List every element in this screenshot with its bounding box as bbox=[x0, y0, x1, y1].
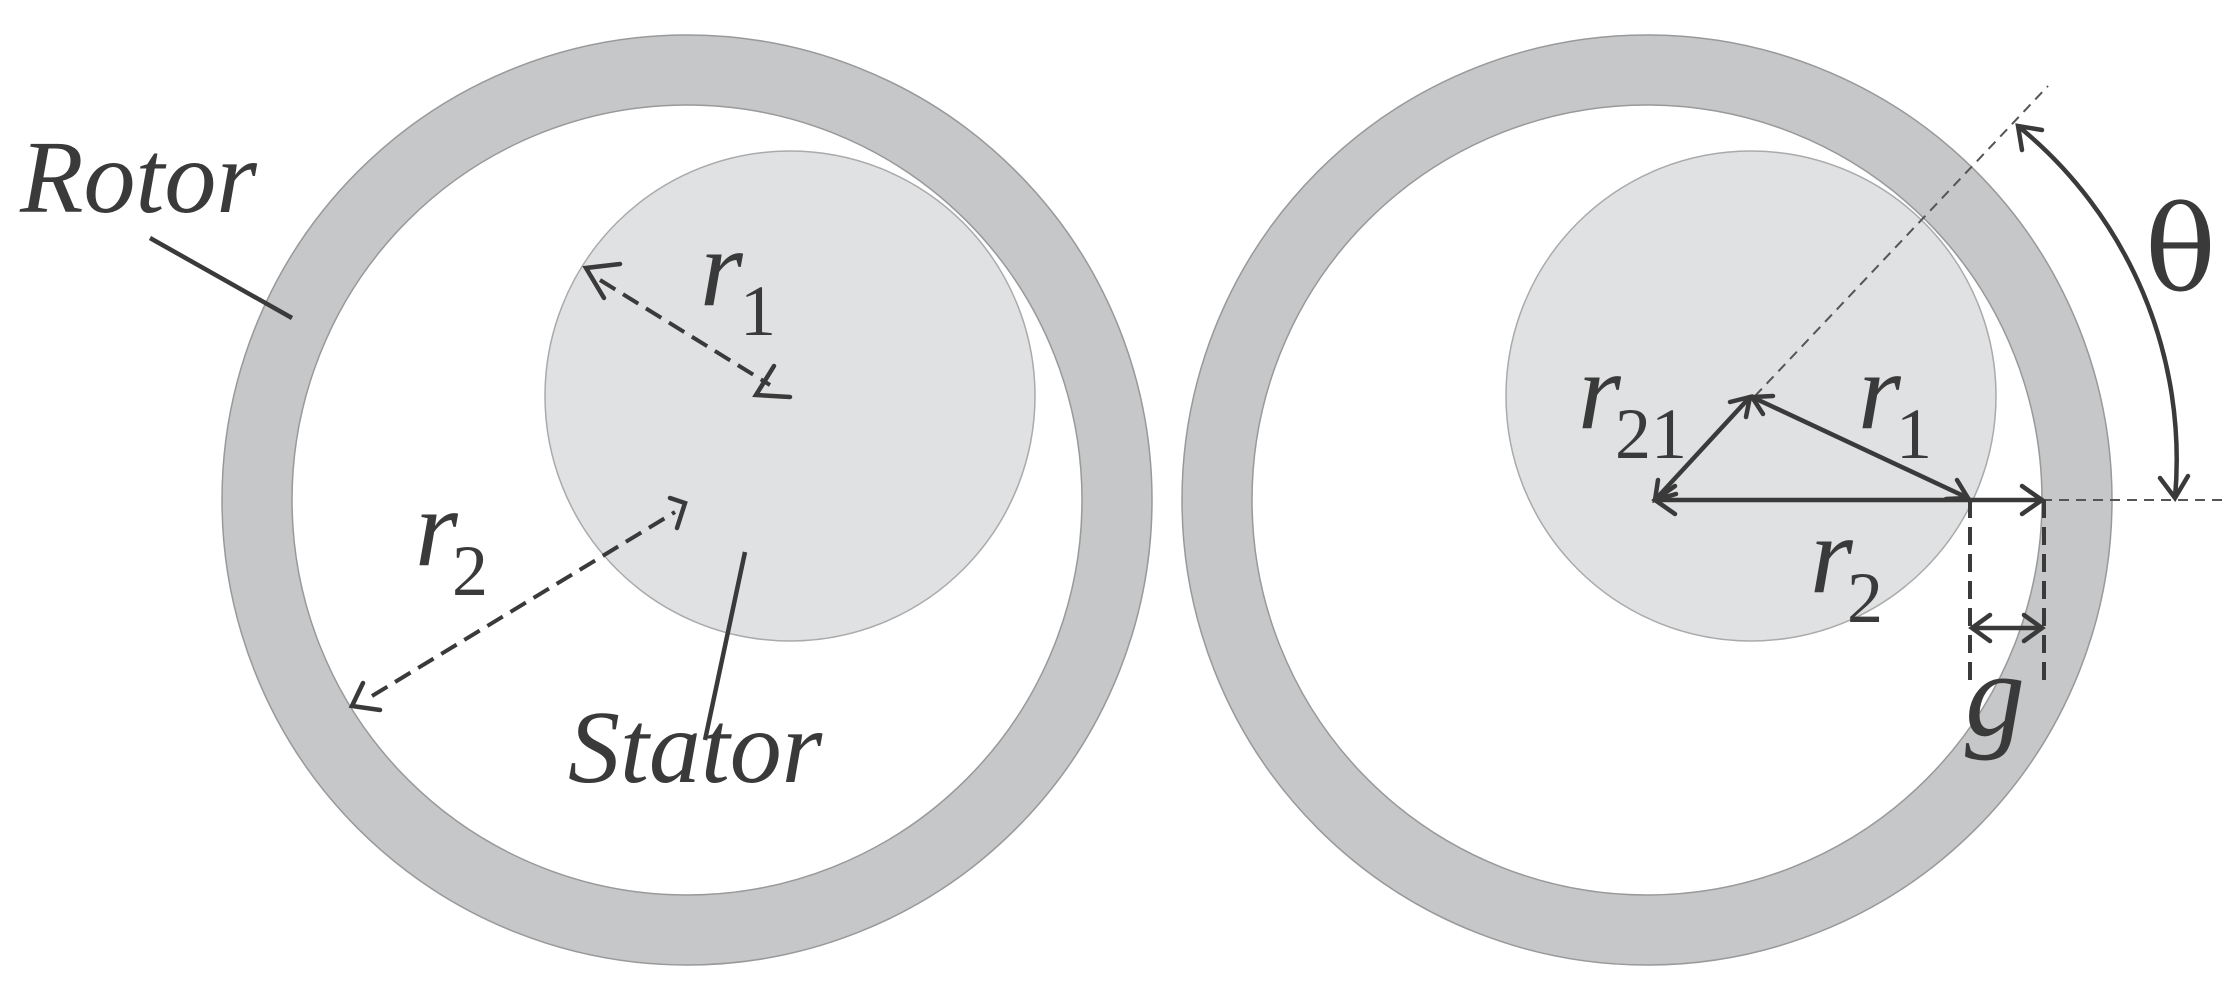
right-r1-line bbox=[1751, 394, 1969, 501]
gap-arrowhead-left bbox=[1968, 612, 1993, 644]
stator-leader-line bbox=[702, 551, 748, 741]
svg-text:2: 2 bbox=[1847, 558, 1883, 638]
stator-label: Stator bbox=[568, 690, 823, 805]
right-r21-arrowhead-start bbox=[1652, 477, 1679, 504]
left-diagram: Rotor Stator r 1 r 2 bbox=[19, 34, 1153, 966]
svg-text:r: r bbox=[415, 467, 459, 589]
svg-text:1: 1 bbox=[740, 271, 776, 351]
theta-label: θ bbox=[2145, 180, 2216, 318]
left-r2-arrowhead-start bbox=[348, 680, 383, 713]
left-r1-label: r 1 bbox=[700, 207, 776, 351]
rotor-label: Rotor bbox=[19, 120, 257, 235]
svg-text:21: 21 bbox=[1615, 394, 1687, 474]
svg-text:1: 1 bbox=[1896, 394, 1932, 474]
left-r2-label: r 2 bbox=[415, 467, 488, 611]
left-r2-arrowhead-end bbox=[667, 495, 688, 531]
right-diagram: r 2 r 21 r 1 g θ bbox=[1181, 34, 2222, 966]
svg-text:r: r bbox=[1858, 330, 1902, 452]
right-r1-arrowhead-start bbox=[1747, 393, 1776, 417]
left-r1-arrowhead-end bbox=[752, 363, 793, 400]
angle-ray-dashed bbox=[1754, 85, 2049, 397]
right-r21-label: r 21 bbox=[1578, 330, 1687, 474]
left-r1-dashed-line bbox=[598, 278, 772, 387]
svg-text:r: r bbox=[1578, 330, 1622, 452]
gap-arrowhead-right bbox=[2021, 612, 2046, 644]
theta-arrowhead-top bbox=[2015, 123, 2045, 153]
svg-text:r: r bbox=[1810, 494, 1854, 616]
right-r2-label: r 2 bbox=[1810, 494, 1883, 638]
left-r2-dashed-line bbox=[370, 510, 677, 698]
left-r1-arrowhead-start bbox=[582, 261, 623, 301]
theta-arc bbox=[2016, 124, 2179, 499]
svg-text:2: 2 bbox=[452, 531, 488, 611]
right-r21-line bbox=[1653, 395, 1752, 502]
right-r1-arrowhead-end bbox=[1943, 477, 1972, 502]
gap-g-label: g bbox=[1965, 628, 2025, 761]
rotor-leader-line bbox=[148, 236, 294, 320]
right-r1-label: r 1 bbox=[1858, 330, 1932, 474]
svg-text:r: r bbox=[700, 207, 744, 329]
theta-arrowhead-bottom bbox=[2157, 473, 2191, 503]
